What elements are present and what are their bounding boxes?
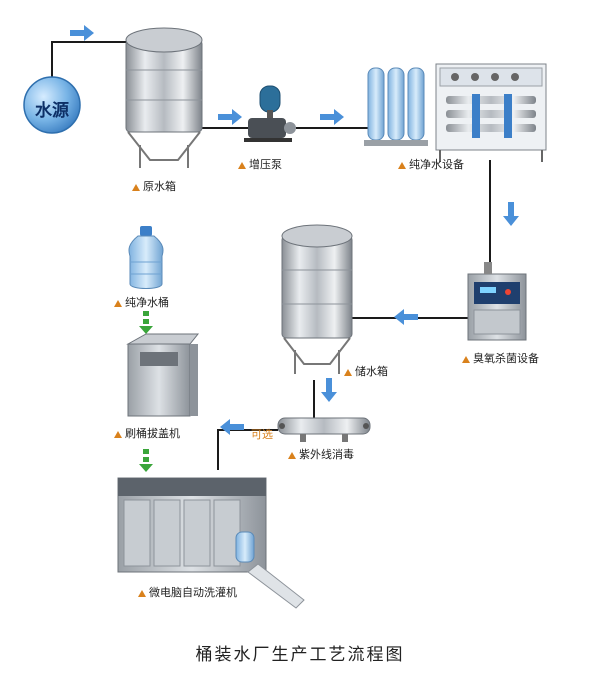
- diagram-title: 桶装水厂生产工艺流程图: [195, 645, 405, 665]
- label-text: 纯净水设备: [409, 158, 464, 171]
- uv-sterilizer: [277, 417, 371, 442]
- label-text: 原水箱: [143, 180, 176, 193]
- arrow-right-2: [218, 109, 242, 125]
- label-text: 微电脑自动洗灌机: [149, 586, 237, 599]
- arrow-left-1: [394, 309, 418, 325]
- booster-pump: [244, 85, 296, 142]
- water-source-label: 水源: [35, 101, 69, 121]
- label-filler: 微电脑自动洗灌机: [138, 586, 237, 600]
- water-bucket: [128, 226, 164, 289]
- optional-label: 可选: [251, 428, 273, 441]
- label-text: 紫外线消毒: [299, 448, 354, 461]
- pipe-source-to-raw-tank: [51, 41, 130, 82]
- marker-icon: [238, 161, 246, 169]
- pipe-uv-to-filler: [217, 429, 278, 470]
- label-text: 增压泵: [249, 158, 282, 171]
- label-raw-tank: 原水箱: [132, 180, 176, 194]
- arrow-right-1: [70, 25, 94, 41]
- marker-icon: [462, 355, 470, 363]
- marker-icon: [288, 451, 296, 459]
- ozone-sterilizer: [467, 262, 527, 341]
- label-text: 臭氧杀菌设备: [473, 352, 539, 365]
- label-pure-equipment: 纯净水设备: [398, 158, 464, 172]
- label-decapper: 刷桶拔盖机: [114, 427, 180, 441]
- marker-icon: [138, 589, 146, 597]
- decapper-machine: [126, 333, 200, 417]
- storage-tank: [281, 224, 353, 374]
- marker-icon: [398, 161, 406, 169]
- marker-icon: [114, 430, 122, 438]
- marker-icon: [344, 368, 352, 376]
- marker-icon: [114, 299, 122, 307]
- label-text: 储水箱: [355, 365, 388, 378]
- bucket-flow-arrows: [139, 311, 153, 472]
- water-source-circle: [23, 76, 81, 134]
- arrow-down-1: [503, 202, 519, 226]
- filling-machine: [117, 477, 305, 609]
- label-bucket: 纯净水桶: [114, 296, 169, 310]
- marker-icon: [132, 183, 140, 191]
- label-ozone: 臭氧杀菌设备: [462, 352, 539, 366]
- label-text: 刷桶拔盖机: [125, 427, 180, 440]
- flow-arrows: [70, 25, 519, 435]
- label-text: 纯净水桶: [125, 296, 169, 309]
- arrow-left-2: [220, 419, 244, 435]
- raw-water-tank: [125, 27, 203, 168]
- arrow-down-2: [321, 378, 337, 402]
- pure-water-equipment: [364, 63, 547, 162]
- label-storage-tank: 储水箱: [344, 365, 388, 379]
- arrow-right-3: [320, 109, 344, 125]
- label-booster-pump: 增压泵: [238, 158, 282, 172]
- label-uv: 紫外线消毒: [288, 448, 354, 462]
